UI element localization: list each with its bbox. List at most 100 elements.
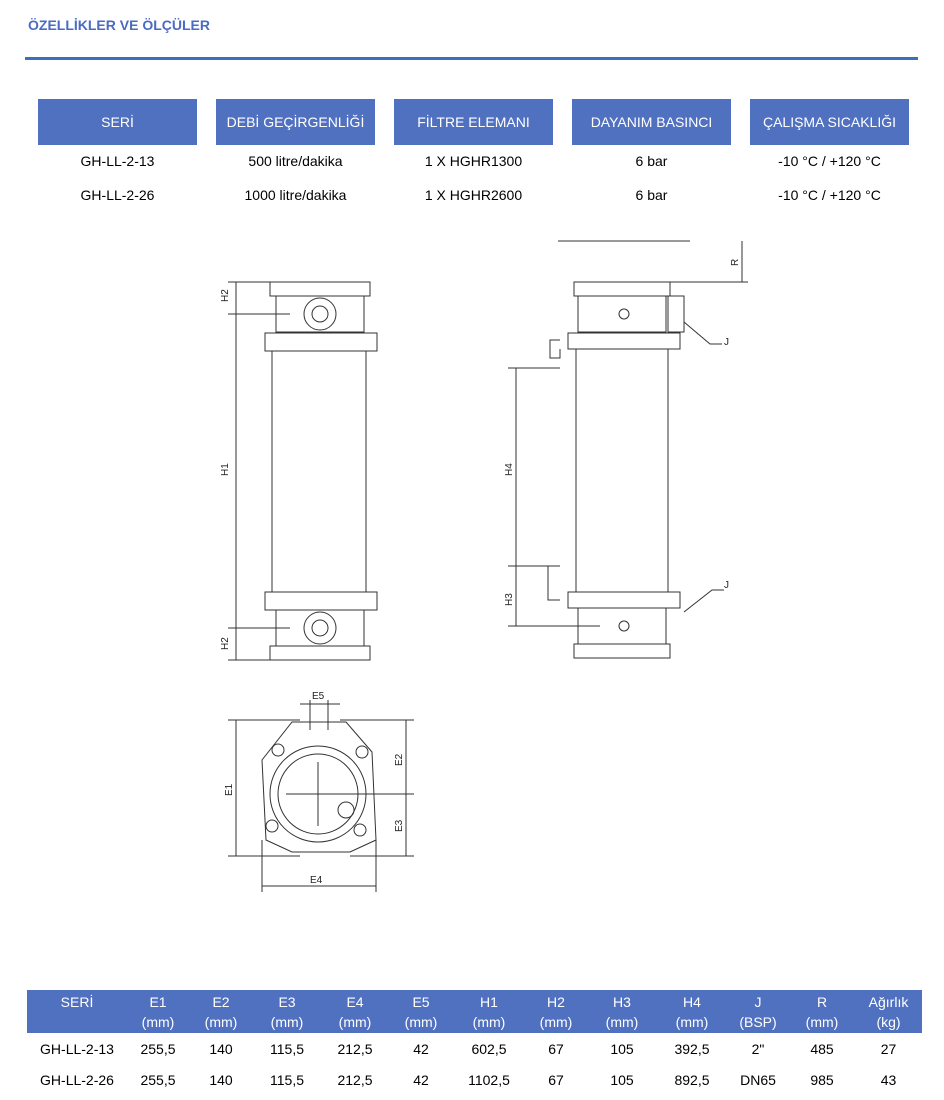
dim-header-line: (mm) <box>141 1014 175 1030</box>
dim-header: E4 (mm) <box>321 990 389 1033</box>
label-h3: H3 <box>504 593 515 606</box>
dim-header-line: (BSP) <box>739 1014 777 1030</box>
side-view <box>508 240 748 659</box>
bottom-view <box>228 700 414 892</box>
dim-header: H2 (mm) <box>525 990 587 1033</box>
dim-cell: 602,5 <box>471 1040 507 1057</box>
spec-cell: -10 °C / +120 °C <box>778 153 881 169</box>
dim-cell: DN65 <box>740 1071 776 1088</box>
dim-header: H3 (mm) <box>587 990 657 1033</box>
divider <box>25 57 918 60</box>
dim-header: H4(mm) <box>657 990 727 1033</box>
dim-header-line: (mm) <box>270 1014 304 1030</box>
table-row: GH-LL-2-26 255,5 140 115,5 212,5 42 1102,5 67 10… <box>27 1064 922 1095</box>
spec-cell: 1 X HGHR1300 <box>424 153 523 169</box>
dim-cell: 985 <box>810 1071 834 1088</box>
label-h2-bottom: H2 <box>220 637 231 650</box>
dim-cell: 115,5 <box>270 1040 304 1057</box>
front-view <box>228 281 378 661</box>
dim-header: E1 (mm) <box>127 990 189 1033</box>
spec-header-element: FİLTRE ELEMANI <box>394 99 553 145</box>
dim-header-line: E3 <box>278 994 296 1010</box>
dim-header: E3 (mm) <box>253 990 321 1033</box>
spec-header-seri: SERİ <box>38 99 197 145</box>
page-title: ÖZELLİKLER VE ÖLÇÜLER <box>28 17 210 33</box>
dim-header-line: (mm) <box>539 1014 573 1030</box>
dim-cell: 105 <box>610 1071 634 1088</box>
dim-cell: 392,5 <box>674 1040 710 1057</box>
dim-header-line: E4 <box>346 994 364 1010</box>
dim-cell: GH-LL-2-26 <box>40 1071 114 1088</box>
spec-header-pressure: DAYANIM BASINCI <box>572 99 731 145</box>
dim-header-line: E5 <box>412 994 430 1010</box>
dim-header-line: E2 <box>212 994 230 1010</box>
table-row: GH-LL-2-13 255,5 140 115,5 212,5 42 602,5 67 105… <box>27 1033 922 1064</box>
label-h2-top: H2 <box>220 289 231 302</box>
technical-drawing: H2 H1 H2 R J H4 H3 J E1 E2 E3 E4 E5 <box>220 240 748 892</box>
dim-header: J (BSP) <box>727 990 789 1033</box>
dim-header: E5 (mm) <box>389 990 453 1033</box>
dim-header-line: (mm) <box>472 1014 506 1030</box>
dim-cell: 140 <box>209 1071 233 1088</box>
dim-cell: 27 <box>880 1040 897 1057</box>
dim-cell: 140 <box>209 1040 233 1057</box>
label-e2: E2 <box>394 753 405 766</box>
label-j-bottom: J <box>724 580 729 591</box>
dim-cell: 892,5 <box>674 1071 710 1088</box>
dim-cell: 42 <box>413 1071 429 1088</box>
dim-header-line: (mm) <box>605 1014 639 1030</box>
dim-cell: 43 <box>880 1071 897 1088</box>
dim-cell: 42 <box>413 1040 429 1057</box>
label-h1: H1 <box>220 463 231 476</box>
dim-header-line: J <box>754 994 762 1010</box>
dim-header-line: R <box>816 994 828 1010</box>
dim-header-line: H1 <box>480 994 498 1010</box>
dim-cell: 67 <box>548 1071 564 1088</box>
dim-header-line: E1 <box>149 994 167 1010</box>
dim-header-line: (mm) <box>675 1014 709 1030</box>
dim-header-line: H2 <box>547 994 565 1010</box>
spec-cell: 500 litre/dakika <box>248 153 343 169</box>
dim-header-line: (kg) <box>876 1014 901 1030</box>
spec-cell: 1 X HGHR2600 <box>424 187 523 203</box>
dim-header: SERİ <box>27 990 127 1033</box>
dim-header-line: H3 <box>613 994 631 1010</box>
dim-header-line: (mm) <box>805 1014 839 1030</box>
label-r: R <box>730 259 741 266</box>
dim-cell: 1102,5 <box>468 1071 510 1088</box>
label-j-top: J <box>724 337 729 348</box>
dim-header-line: Ağırlık <box>868 994 909 1010</box>
label-e5: E5 <box>312 691 325 702</box>
spec-cell: 6 bar <box>635 187 668 203</box>
dim-header: Ağırlık (kg) <box>855 990 922 1033</box>
spec-header-flow: DEBİ GEÇİRGENLİĞİ <box>216 99 375 145</box>
label-h4: H4 <box>504 463 515 476</box>
dim-cell: 255,5 <box>140 1040 176 1057</box>
dim-cell: 255,5 <box>140 1071 176 1088</box>
dimensions-table: SERİ E1 (mm) E2 (mm) E3 (mm) E4 (mm) E5 (mm) H1 (mm… <box>27 990 922 1095</box>
dim-cell: 2" <box>751 1040 765 1057</box>
dim-header-line <box>27 1012 127 1032</box>
dim-cell: 485 <box>810 1040 834 1057</box>
spec-cell: 6 bar <box>635 153 668 169</box>
dim-header: E2 (mm) <box>189 990 253 1033</box>
spec-cell: GH-LL-2-26 <box>80 187 155 203</box>
label-e4: E4 <box>310 875 323 886</box>
dim-cell: 105 <box>610 1040 634 1057</box>
dim-header-line: (mm) <box>338 1014 372 1030</box>
dim-cell: 212,5 <box>337 1071 373 1088</box>
spec-header-temp: ÇALIŞMA SICAKLIĞI <box>750 99 909 145</box>
dim-cell: GH-LL-2-13 <box>40 1040 114 1057</box>
spec-cell: GH-LL-2-13 <box>80 153 155 169</box>
dim-header-line: (mm) <box>404 1014 438 1030</box>
dim-header-line: SERİ <box>60 994 94 1010</box>
dim-cell: 115,5 <box>270 1071 304 1088</box>
spec-cell: 1000 litre/dakika <box>244 187 347 203</box>
label-e1: E1 <box>224 783 235 796</box>
label-e3: E3 <box>394 819 405 832</box>
dim-cell: 212,5 <box>337 1040 373 1057</box>
spec-cell: -10 °C / +120 °C <box>778 187 881 203</box>
dim-cell: 67 <box>548 1040 564 1057</box>
dim-header-line: (mm) <box>204 1014 238 1030</box>
